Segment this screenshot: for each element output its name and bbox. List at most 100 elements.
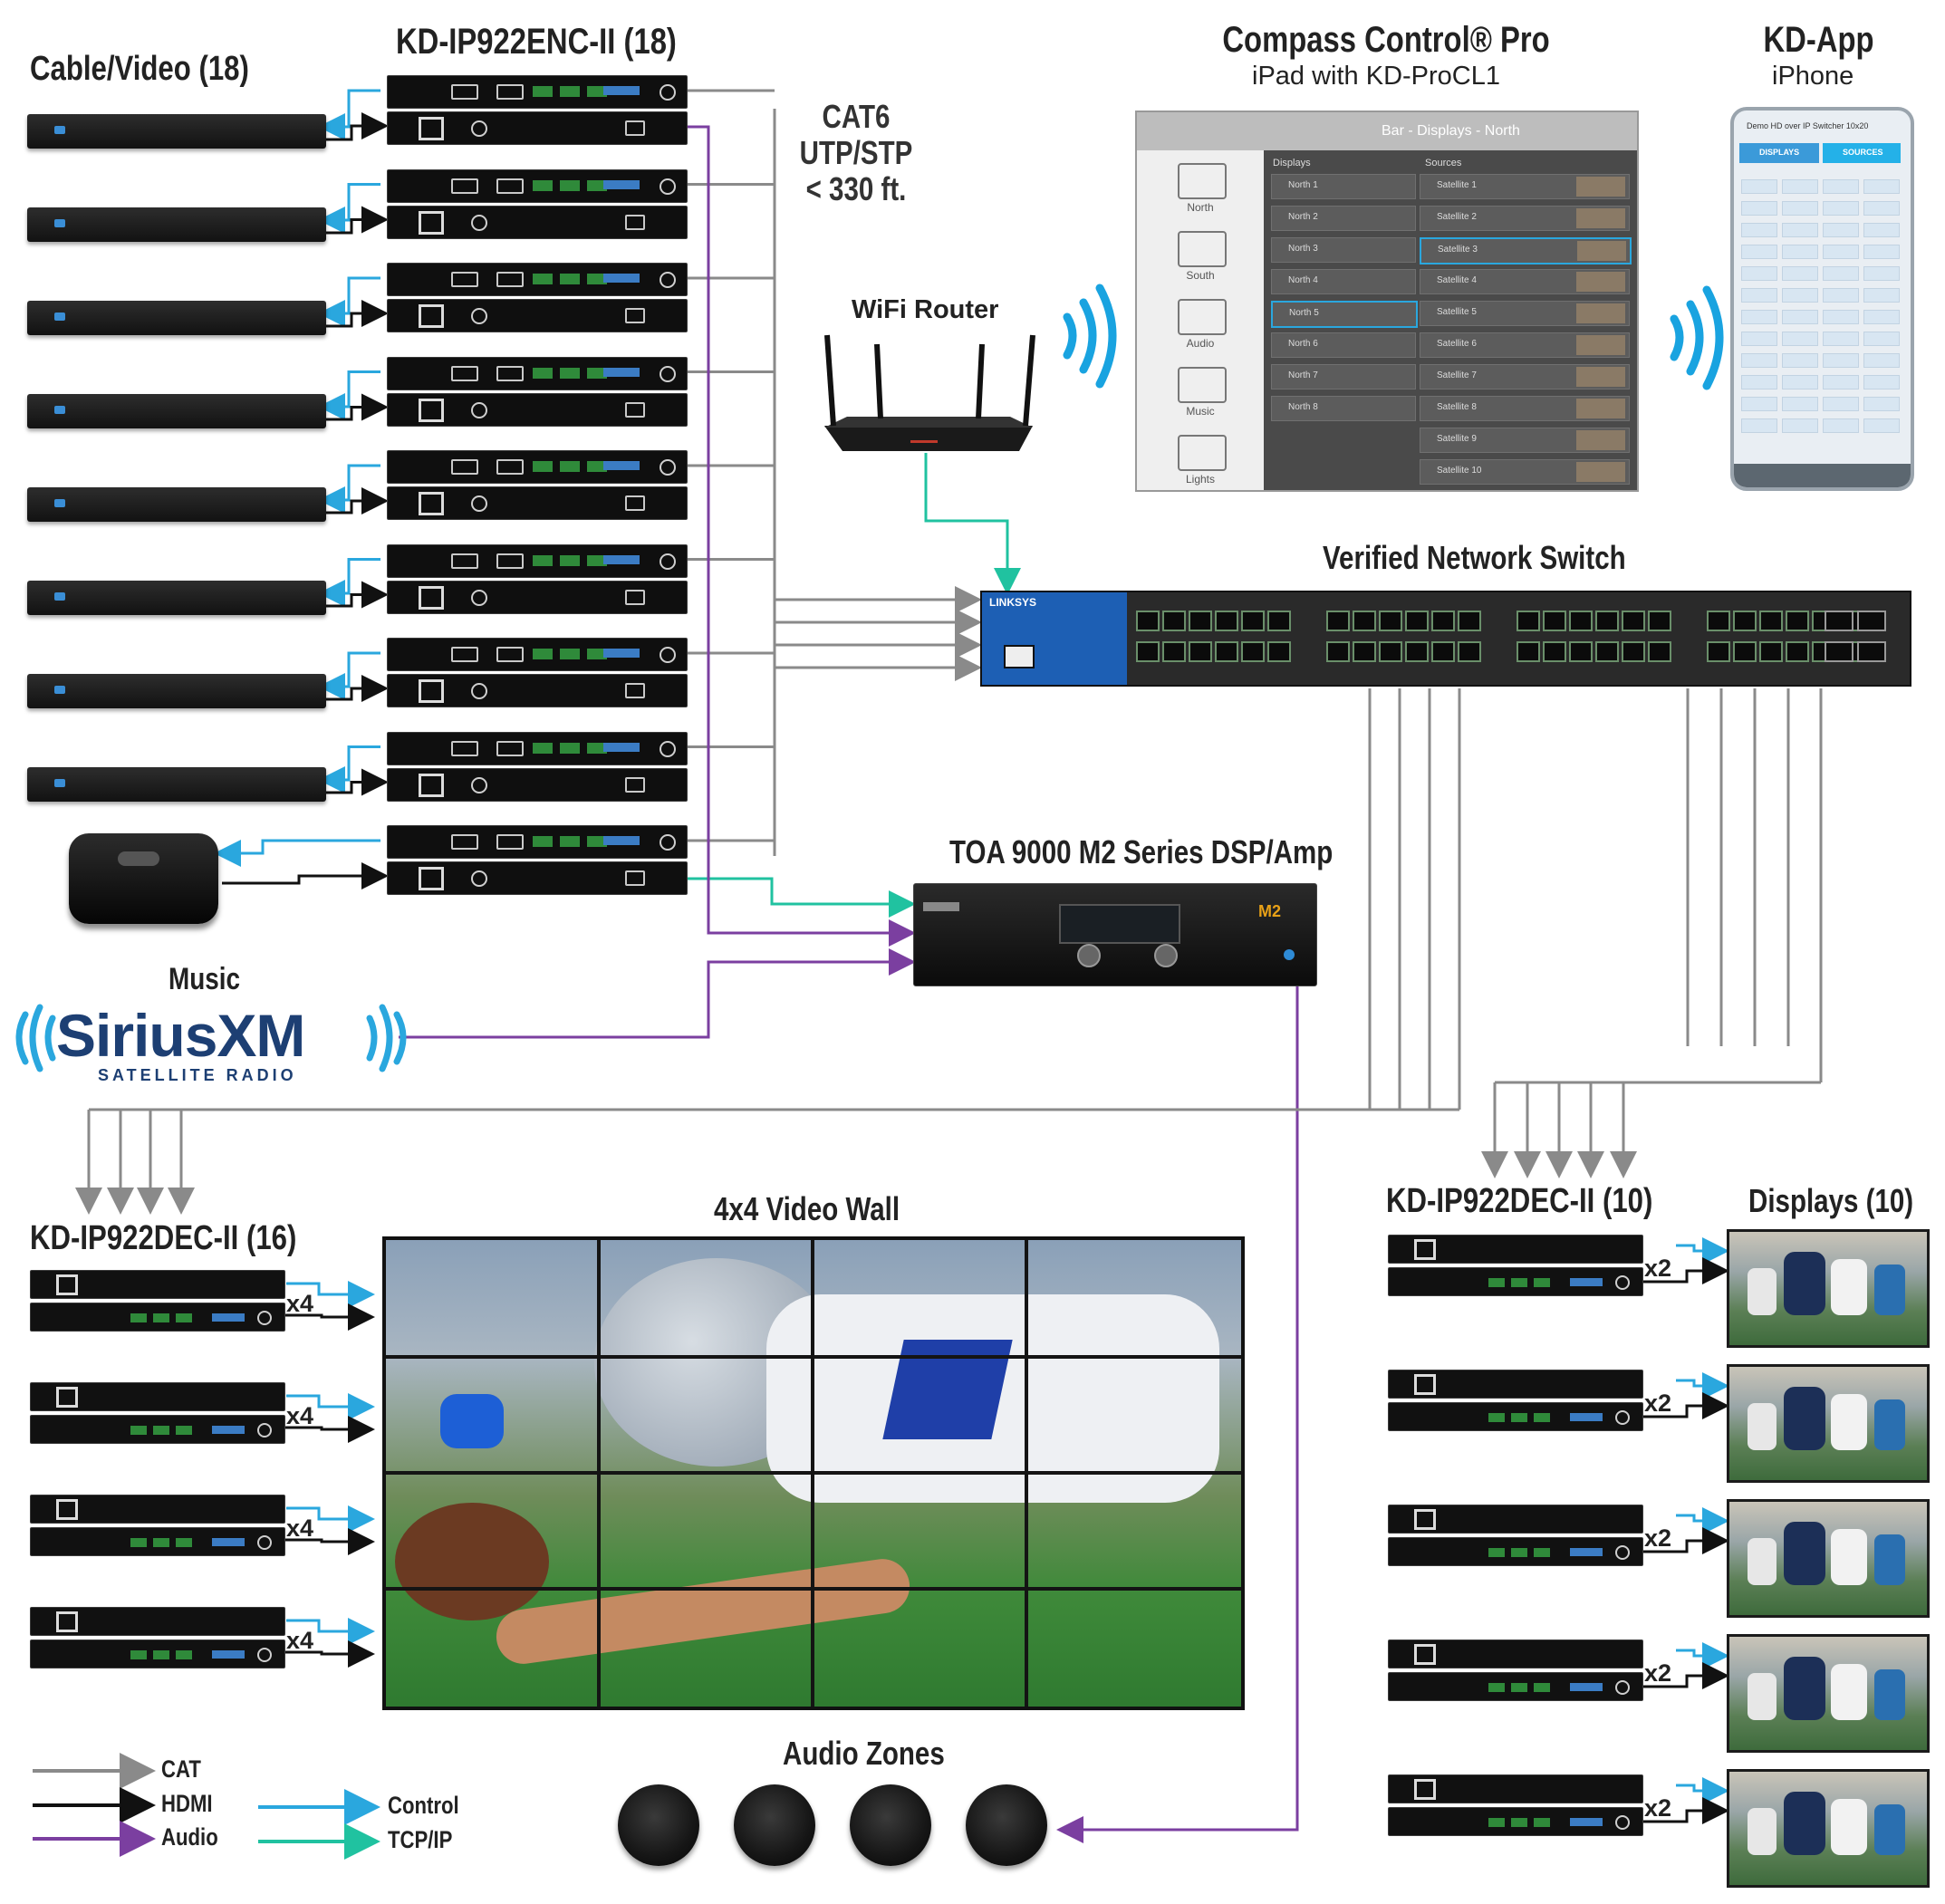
source-thumbnail	[1576, 462, 1625, 482]
switch-brand: LINKSYS	[989, 596, 1037, 609]
ethernet-port	[419, 304, 444, 328]
sidebar-label: South	[1186, 269, 1215, 282]
terminal-block	[560, 649, 580, 659]
terminal-block	[1511, 1413, 1527, 1422]
control-terminal	[603, 86, 640, 95]
left-decoder-outputs	[284, 1281, 375, 1668]
grid-cell	[1782, 223, 1818, 237]
dial-knob	[660, 84, 676, 101]
player-figure	[1874, 1534, 1905, 1585]
grid-cell	[1741, 201, 1777, 216]
cable-box	[27, 114, 326, 149]
player-figure	[1874, 1265, 1905, 1315]
legend-arrows	[33, 1753, 380, 1860]
amp-brand-badge	[923, 902, 959, 911]
terminal-block	[587, 742, 607, 754]
terminal-block	[176, 1313, 192, 1322]
ethernet-port	[419, 492, 444, 515]
grid-cell	[1823, 288, 1859, 303]
switch-port	[1759, 611, 1783, 631]
terminal-block	[533, 742, 553, 754]
source-row-label: Satellite 8	[1437, 402, 1477, 412]
player-figure	[1874, 1669, 1905, 1720]
switch-port	[1241, 641, 1265, 662]
display-row: North 4	[1271, 269, 1416, 294]
cable-box	[27, 674, 326, 708]
control-terminal	[212, 1650, 245, 1659]
kdapp-title: KD-App	[1763, 20, 1874, 60]
router-tcpip-link	[687, 453, 1021, 918]
sfp-port	[1857, 611, 1886, 631]
grid-cell	[1823, 310, 1859, 324]
ipad-header: Bar - Displays - North	[1382, 123, 1520, 139]
apple-tv-device	[69, 833, 218, 924]
control-cable	[318, 745, 380, 793]
grid-cell	[1741, 397, 1777, 411]
display-row-label: North 1	[1288, 180, 1318, 190]
ethernet-port	[419, 210, 444, 235]
player-figure	[1874, 1399, 1905, 1450]
encoder-unit-front	[387, 543, 688, 578]
terminal-block	[533, 367, 553, 379]
switch-port	[1162, 611, 1186, 631]
terminal-block	[130, 1650, 147, 1659]
source-row: Satellite 1	[1420, 174, 1630, 199]
hdmi-cable	[326, 581, 389, 609]
hdmi-port	[496, 84, 524, 100]
power-led	[54, 219, 65, 227]
grid-cell	[1782, 310, 1818, 324]
grid-cell	[1741, 418, 1777, 433]
legend-audio-label: Audio	[161, 1823, 218, 1851]
terminal-block	[533, 86, 553, 97]
dial-knob	[1615, 1275, 1630, 1290]
dial-knob	[660, 553, 676, 570]
wifi-waves-right	[1670, 285, 1724, 390]
encoder-wires	[214, 89, 775, 889]
player-figure	[1748, 1538, 1776, 1585]
encoder-unit-rear	[387, 674, 688, 707]
decoder-unit-front	[1388, 1774, 1643, 1803]
dial-knob	[660, 272, 676, 288]
player-figure	[1831, 1529, 1867, 1585]
source-thumbnail	[1576, 335, 1625, 355]
grid-cell	[1741, 266, 1777, 281]
tab-sources[interactable]: SOURCES	[1823, 143, 1901, 163]
led-indicator	[471, 776, 487, 793]
grid-cell	[1823, 397, 1859, 411]
source-row: Satellite 2	[1420, 206, 1630, 231]
usb-port	[625, 120, 645, 136]
display-row-label: North 4	[1288, 275, 1318, 285]
decoder-unit-rear	[1388, 1402, 1643, 1431]
led-indicator	[471, 308, 487, 324]
terminal-block	[1511, 1683, 1527, 1692]
hdmi-cable	[1642, 1662, 1729, 1689]
terminal-block	[587, 554, 607, 566]
grid-cell	[1863, 245, 1900, 259]
decoder-unit-rear	[1388, 1537, 1643, 1566]
terminal-block	[153, 1313, 169, 1322]
switch-port	[1267, 611, 1291, 631]
hdmi-port	[496, 178, 524, 194]
ethernet-port	[56, 1274, 78, 1295]
encoder-unit-front	[387, 825, 688, 859]
dial-knob	[1615, 1680, 1630, 1695]
multiplier-x2: x2	[1644, 1524, 1672, 1552]
player-figure	[1748, 1808, 1776, 1855]
encoder-unit-rear	[387, 767, 688, 802]
tab-displays[interactable]: DISPLAYS	[1739, 143, 1819, 163]
control-terminal	[1570, 1818, 1603, 1826]
dial-knob	[660, 178, 676, 195]
hdmi-cable	[326, 300, 389, 328]
led-indicator	[471, 120, 487, 137]
video-wall	[382, 1236, 1245, 1710]
display-row: North 5	[1271, 301, 1418, 328]
ipad-displays-header: Displays	[1273, 158, 1311, 168]
ipad-top-bar: Bar - Displays - North	[1137, 112, 1637, 150]
cable-box	[27, 301, 326, 335]
grid-cell	[1782, 266, 1818, 281]
hdmi-cable	[222, 862, 389, 889]
terminal-block	[533, 554, 553, 566]
encoder-unit-rear	[387, 486, 688, 520]
terminal-block	[587, 179, 607, 191]
terminal-block	[1534, 1818, 1550, 1827]
